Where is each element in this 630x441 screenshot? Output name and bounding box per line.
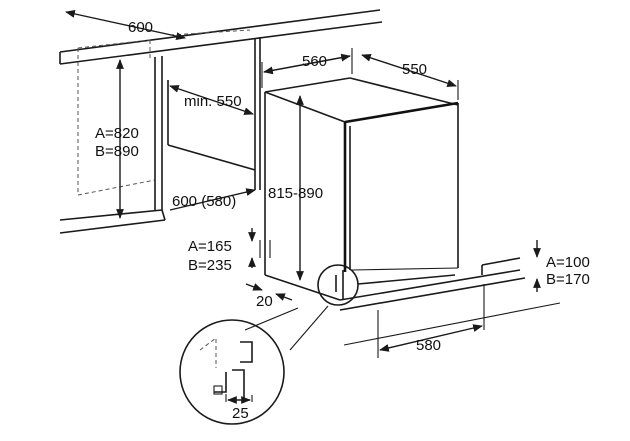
label-min-550: min. 550 [184,93,242,110]
dim-min-550: min. 550 [169,85,254,115]
label-25: 25 [232,405,249,422]
dim-560: 560 [261,48,353,88]
niche-walls [59,37,261,234]
label-600-580: 600 (580) [172,193,236,210]
dim-815-890: 815-890 [268,95,323,281]
dim-600-580: 600 (580) [169,188,256,211]
label-815-890: 815-890 [268,185,323,202]
label-550: 550 [402,61,427,78]
label-20: 20 [256,293,273,310]
appliance-door [343,101,459,285]
label-600-top: 600 [128,19,153,36]
dim-toe-height: A=100 B=170 [533,240,590,292]
dim-550: 550 [361,54,459,100]
label-plinth-b: B=235 [188,257,232,274]
hinge-callout [317,264,359,306]
dim-580: 580 [343,284,561,358]
worktop [59,9,383,65]
dim-niche-height: A=820 B=890 [95,59,139,219]
label-plinth-a: A=165 [188,238,232,255]
label-niche-a: A=820 [95,125,139,142]
label-580: 580 [416,337,441,354]
dim-600-top: 600 [65,10,186,40]
plinth [259,240,526,311]
label-toe-b: B=170 [546,271,590,288]
label-toe-a: A=100 [546,254,590,271]
label-niche-b: B=890 [95,143,139,160]
niche-outline [77,29,251,196]
dim-20: 20 [245,283,293,310]
label-560: 560 [302,53,327,70]
dim-plinth-height: A=165 B=235 [188,228,256,274]
detail-view: 25 [179,305,329,425]
